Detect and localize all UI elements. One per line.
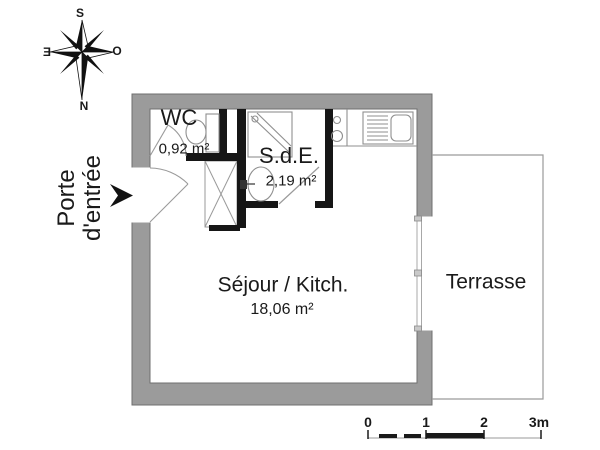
entrance-arrow-icon (110, 184, 133, 207)
toilet-icon (185, 113, 220, 153)
entrance-label: Porte d'entrée (53, 155, 106, 241)
room-area-sde: 2,19 m² (265, 172, 317, 190)
shower-icon (247, 111, 293, 158)
compass-east-label: E (42, 45, 52, 59)
scale-label-3m: 3m (528, 414, 550, 430)
entrance-label-line1: Porte (53, 169, 80, 227)
entrance-opening (130, 167, 151, 223)
kitchen-sink-icon (362, 111, 414, 145)
compass-south-label: S (75, 6, 85, 20)
bay-window-icon (414, 215, 422, 332)
room-area-wc: 0,92 m² (158, 140, 210, 158)
scale-label-2: 2 (480, 414, 488, 430)
window-opening (415, 216, 434, 331)
entrance-label-line2: d'entrée (79, 155, 106, 241)
scale-label-0: 0 (364, 414, 372, 430)
room-area-sejour: 18,06 m² (250, 301, 314, 318)
terrace-outline (432, 154, 544, 400)
room-label-terrasse: Terrasse (445, 270, 527, 294)
cooktop-icon (330, 115, 344, 143)
scale-bar-icon (367, 430, 542, 439)
compass-north-label: N (79, 99, 89, 113)
compass-rose-icon (49, 19, 115, 101)
room-label-sde: S.d.E. (259, 143, 319, 168)
compass-west-label: O (112, 44, 122, 58)
kitchen-counter (330, 109, 417, 147)
sde-door-leaf (278, 166, 320, 205)
room-label-sejour: Séjour / Kitch. (217, 273, 349, 297)
washbasin-icon (240, 166, 275, 202)
wardrobe-icon (204, 160, 238, 228)
room-label-wc: WC (160, 105, 198, 130)
scale-label-1: 1 (422, 414, 430, 430)
interior-partitions (186, 109, 333, 231)
wc-door-swing (149, 124, 187, 157)
entrance-door-swing (149, 167, 189, 223)
